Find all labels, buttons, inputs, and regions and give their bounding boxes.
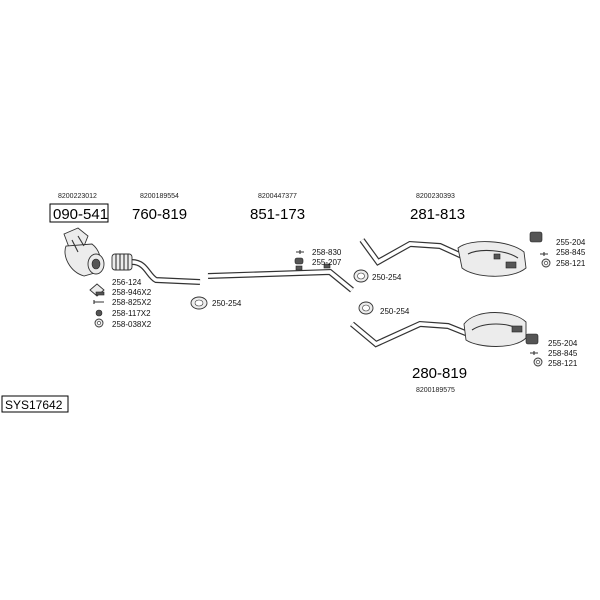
flex-ribs xyxy=(115,254,129,270)
part-middle-pipe[interactable]: 8200447377 851-173 xyxy=(207,193,354,293)
converter-ribs xyxy=(71,235,85,253)
clamp-number: 250-254 xyxy=(380,307,410,316)
washer-hole xyxy=(97,321,101,325)
flex-joint xyxy=(111,253,133,271)
middle-pipe-inner xyxy=(207,270,354,292)
part-number: 760-819 xyxy=(132,206,187,223)
bolt-icon xyxy=(530,351,538,355)
part-number: 280-819 xyxy=(412,365,467,382)
oem-number: 8200189554 xyxy=(140,193,179,200)
kit-item: 258-117X2 xyxy=(112,309,151,318)
clamp-hole xyxy=(194,299,204,307)
mid-accessory-kit: 258-830 255-207 xyxy=(294,248,342,267)
clamp-c: 250-254 xyxy=(358,301,410,316)
clamp-b: 250-254 xyxy=(353,269,402,283)
washer-hole xyxy=(536,360,540,364)
converter-outlet-hole xyxy=(91,258,101,270)
rear-lower-accessory-kit: 255-204 258-845 258-121 xyxy=(525,333,578,368)
bolt-icon xyxy=(296,250,304,254)
system-code-box xyxy=(1,395,69,413)
kit-item: 258-845 xyxy=(556,248,586,257)
kit-item: 258-825X2 xyxy=(112,298,152,307)
tailpipe-inner xyxy=(350,322,469,347)
tail-tip xyxy=(511,325,523,333)
oem-number: 8200189575 xyxy=(416,387,455,394)
washer-hole xyxy=(544,261,548,265)
kit-item: 255-204 xyxy=(548,339,578,348)
part-front-pipe[interactable]: 8200189554 760-819 xyxy=(111,193,201,285)
stud-icon xyxy=(93,300,104,304)
silencer-seam xyxy=(467,249,519,259)
kit-item: 255-207 xyxy=(312,258,342,267)
tail-tip xyxy=(505,261,517,269)
clamp-hole xyxy=(357,272,365,280)
kit-item: 255-204 xyxy=(556,238,586,247)
part-number: 281-813 xyxy=(410,206,465,223)
hanger-bracket xyxy=(493,253,501,260)
silencer-box xyxy=(457,241,527,277)
kit-item: 258-038X2 xyxy=(112,320,152,329)
kit-item: 258-946X2 xyxy=(112,288,152,297)
tailpipe-inner xyxy=(360,238,463,265)
oem-number: 8200447377 xyxy=(258,193,297,200)
rear-upper-accessory-kit: 255-204 258-845 258-121 xyxy=(529,231,586,268)
part-number: 090-541 xyxy=(53,206,108,223)
clamp-number: 250-254 xyxy=(212,299,242,308)
bolt-icon xyxy=(540,252,548,256)
part-catalytic-converter[interactable]: 8200223012 090-541 xyxy=(49,193,109,277)
hanger-bracket xyxy=(323,263,331,269)
oem-number: 8200230393 xyxy=(416,193,455,200)
part-number: 851-173 xyxy=(250,206,305,223)
hanger-rubber-icon xyxy=(294,257,304,265)
part-rear-silencer-upper[interactable]: 8200230393 281-813 xyxy=(359,193,527,277)
clamp-number: 250-254 xyxy=(372,273,402,282)
kit-item: 258-121 xyxy=(548,359,578,368)
kit-item: 258-121 xyxy=(556,259,586,268)
hanger-rubber-icon xyxy=(529,231,543,243)
nut-icon xyxy=(95,309,103,317)
oem-number: 8200223012 xyxy=(58,193,97,200)
part-rear-silencer-lower[interactable]: 280-819 8200189575 xyxy=(350,312,527,395)
bolt-icon xyxy=(95,291,105,296)
clamp-a: 250-254 xyxy=(190,296,242,310)
kit-item: 258-845 xyxy=(548,349,578,358)
clamp-hole xyxy=(362,304,370,312)
hanger-rubber-icon xyxy=(525,333,539,345)
kit-item: 258-830 xyxy=(312,248,342,257)
cat-accessory-kit: 256-124 258-946X2 258-825X2 258-117X2 25… xyxy=(89,278,152,329)
part-number-box xyxy=(49,203,109,223)
system-code-label: SYS17642 xyxy=(1,395,69,413)
hanger-bracket xyxy=(295,265,303,271)
kit-item: 256-124 xyxy=(112,278,142,287)
system-code: SYS17642 xyxy=(5,398,63,412)
